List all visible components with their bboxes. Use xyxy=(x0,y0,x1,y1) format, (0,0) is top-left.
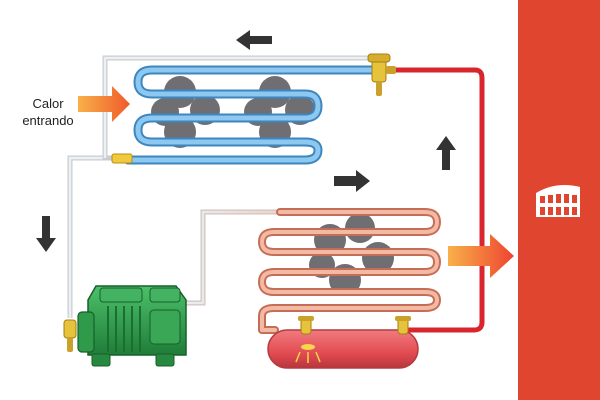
condenser-coil xyxy=(258,208,441,334)
suction-line xyxy=(67,55,380,318)
compressor-valve xyxy=(63,319,77,352)
heat-in-label: Calor entrando xyxy=(8,95,88,129)
heat-out-arrow xyxy=(448,234,514,278)
heat-in-label-line2: entrando xyxy=(22,113,74,128)
heat-in-arrow xyxy=(78,86,130,122)
hot-line xyxy=(395,67,485,333)
compressor xyxy=(63,285,187,367)
flow-arrow-left xyxy=(236,30,272,50)
sensor-bulb xyxy=(111,153,133,164)
flow-arrow-up xyxy=(436,136,456,170)
receiver-tank xyxy=(267,316,419,369)
receiver-valve-left xyxy=(298,316,314,335)
evaporator-fan xyxy=(151,76,315,148)
expansion-valve xyxy=(367,53,396,96)
evaporator-coil xyxy=(111,65,385,165)
flow-arrow-right xyxy=(334,170,370,192)
heat-in-label-line1: Calor xyxy=(32,96,64,111)
colosseum-icon xyxy=(536,185,580,217)
receiver-valve-right xyxy=(395,316,411,335)
flow-arrow-down xyxy=(36,216,56,252)
